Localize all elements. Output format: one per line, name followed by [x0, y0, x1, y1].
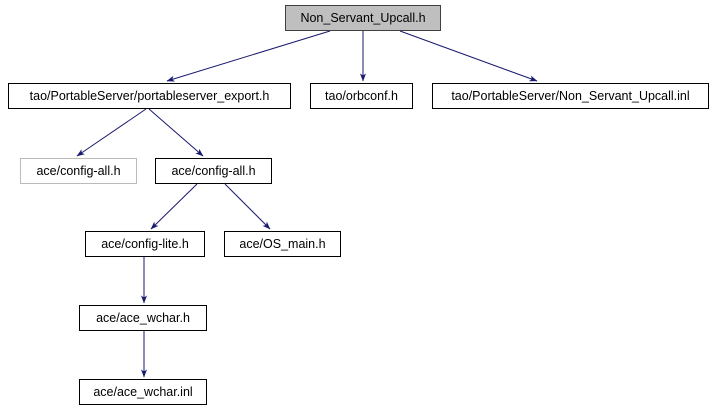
graph-node-label: ace/ace_wchar.inl: [93, 384, 193, 399]
graph-node-non-servant-upcall-h[interactable]: Non_Servant_Upcall.h: [285, 5, 441, 31]
graph-edge-config-all-h-to-config-lite-h: [150, 183, 198, 230]
graph-edge-config-all-h-to-os-main-h: [224, 183, 271, 230]
graph-edge-non-servant-upcall-h-to-non-servant-upcall-inl: [399, 30, 538, 82]
graph-node-os-main-h[interactable]: ace/OS_main.h: [224, 231, 341, 257]
graph-node-label: ace/config-lite.h: [101, 236, 189, 251]
graph-node-label: tao/PortableServer/portableserver_export…: [29, 88, 270, 103]
graph-node-label: tao/PortableServer/Non_Servant_Upcall.in…: [451, 88, 690, 103]
graph-node-label: ace/ace_wchar.h: [96, 310, 190, 325]
graph-node-config-all-h[interactable]: ace/config-all.h: [155, 158, 272, 184]
graph-node-label: ace/config-all.h: [171, 163, 256, 178]
graph-node-label: tao/orbconf.h: [325, 88, 398, 103]
graph-node-label: ace/config-all.h: [36, 163, 121, 178]
graph-node-ace-wchar-inl[interactable]: ace/ace_wchar.inl: [79, 379, 207, 405]
graph-edge-portableserver-export-h-to-config-all-h-faded: [76, 108, 147, 157]
graph-node-config-all-h-faded[interactable]: ace/config-all.h: [20, 158, 137, 184]
graph-node-label: ace/OS_main.h: [239, 236, 326, 251]
graph-node-portableserver-export-h[interactable]: tao/PortableServer/portableserver_export…: [8, 83, 291, 109]
graph-node-label: Non_Servant_Upcall.h: [300, 10, 426, 25]
graph-node-orbconf-h[interactable]: tao/orbconf.h: [310, 83, 413, 109]
graph-node-ace-wchar-h[interactable]: ace/ace_wchar.h: [79, 305, 207, 331]
graph-edge-portableserver-export-h-to-config-all-h: [148, 108, 204, 157]
graph-node-non-servant-upcall-inl[interactable]: tao/PortableServer/Non_Servant_Upcall.in…: [432, 83, 709, 109]
graph-node-config-lite-h[interactable]: ace/config-lite.h: [85, 231, 205, 257]
graph-edge-non-servant-upcall-h-to-portableserver-export-h: [166, 30, 331, 82]
